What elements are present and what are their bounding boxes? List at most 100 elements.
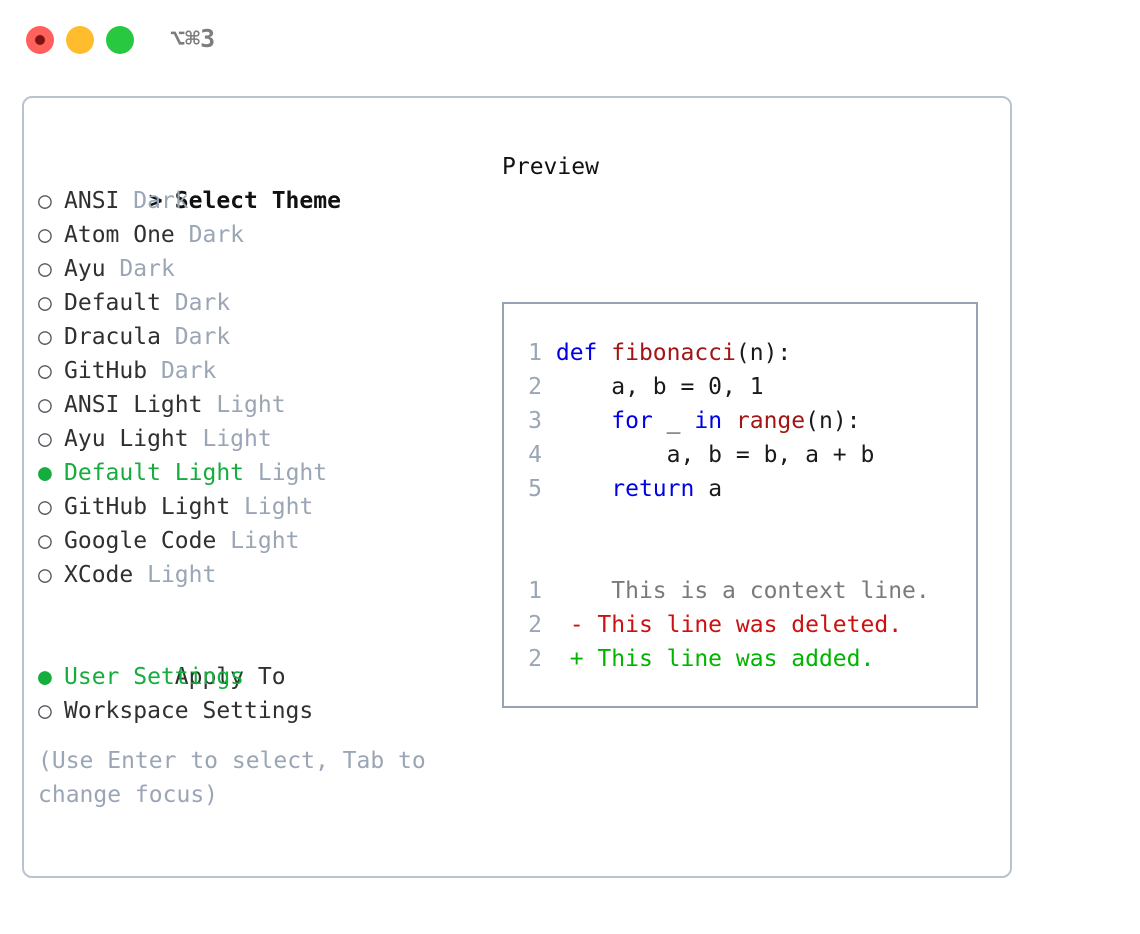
diff-line: 2 + This line was added. [520, 642, 930, 676]
select-theme-heading-label: Select Theme [174, 188, 341, 214]
select-theme-heading: > Select Theme [38, 150, 488, 214]
code-line-number: 4 [528, 442, 542, 468]
apply-to-item[interactable]: ● User Settings [38, 660, 488, 694]
theme-variant-tag: Light [147, 562, 217, 588]
theme-list-item[interactable]: ○ XCode Light [38, 558, 488, 592]
diff-sign: + [569, 646, 584, 672]
theme-variant-tag: Dark [174, 290, 231, 316]
theme-variant-tag: Dark [133, 188, 189, 214]
preview-title: Preview [502, 154, 599, 180]
code-token: fibonacci [611, 340, 736, 366]
theme-name-label: GitHub Light [64, 494, 231, 520]
theme-picker-column: >Select Theme ○ANSI Dark○Atom One Dark○A… [38, 150, 488, 728]
code-token: a, b = 0, 1 [555, 374, 764, 400]
theme-list: ○ANSI Dark○Atom One Dark○Ayu Dark○Defaul… [38, 184, 488, 592]
diff-text: This is a context line. [583, 578, 930, 604]
radio-unselected-icon[interactable]: ○ [38, 256, 52, 282]
close-button[interactable] [26, 26, 54, 54]
theme-name-label: Default Light [64, 460, 245, 486]
code-token: in [694, 408, 736, 434]
code-token [556, 476, 611, 502]
radio-unselected-icon[interactable]: ○ [38, 392, 52, 418]
theme-variant-tag: Dark [119, 256, 175, 282]
radio-unselected-icon[interactable]: ○ [38, 562, 52, 588]
radio-unselected-icon[interactable]: ○ [38, 426, 52, 452]
theme-name-label: Ayu Light [64, 426, 189, 452]
theme-name-label: Atom One [64, 222, 175, 248]
diff-line-number: 2 [528, 612, 542, 638]
apply-to-list: ● User Settings ○ Workspace Settings [38, 660, 488, 728]
theme-list-item[interactable]: ○ Default Dark [38, 286, 488, 320]
code-token: return [611, 476, 695, 502]
radio-unselected-icon[interactable]: ○ [38, 188, 52, 214]
code-blank-line [520, 506, 930, 540]
theme-variant-tag: Light [202, 426, 272, 452]
code-line: 3 for _ in range(n): [520, 404, 930, 438]
theme-list-item[interactable]: ○ANSI Dark [38, 184, 488, 218]
code-line-number: 3 [528, 408, 542, 434]
radio-selected-icon[interactable]: ● [38, 460, 52, 486]
radio-unselected-icon[interactable]: ○ [38, 528, 52, 554]
radio-unselected-icon[interactable]: ○ [38, 290, 52, 316]
code-token [556, 408, 611, 434]
diff-line: 2 - This line was deleted. [520, 608, 930, 642]
code-token: (n): [805, 408, 861, 434]
theme-name-label: Ayu [64, 256, 106, 282]
title-bar: ⌥⌘3 [0, 0, 1140, 78]
code-line: 5 return a [520, 472, 930, 506]
theme-variant-tag: Dark [188, 222, 245, 248]
code-token: for [611, 408, 653, 434]
code-token: (n): [735, 340, 792, 366]
apply-to-item[interactable]: ○ Workspace Settings [38, 694, 488, 728]
diff-sign [570, 578, 584, 604]
theme-list-item[interactable]: ○ Dracula Dark [38, 320, 488, 354]
theme-list-item[interactable]: ○ GitHub Light Light [38, 490, 488, 524]
keyboard-hint-text: (Use Enter to select, Tab to change focu… [38, 748, 440, 808]
radio-unselected-icon[interactable]: ○ [38, 324, 52, 350]
apply-to-heading-label: Apply To [174, 664, 286, 690]
radio-unselected-icon[interactable]: ○ [38, 222, 52, 248]
keyboard-shortcut-label: ⌥⌘3 [170, 24, 216, 53]
theme-list-item[interactable]: ●Default Light Light [38, 456, 488, 490]
theme-name-label: GitHub [64, 358, 148, 384]
radio-unselected-icon[interactable]: ○ [38, 698, 52, 724]
code-token: _ [652, 408, 695, 434]
main-panel: >Select Theme ○ANSI Dark○Atom One Dark○A… [22, 96, 1012, 878]
apply-to-label: User Settings [64, 664, 245, 690]
code-token: def [555, 340, 612, 366]
theme-list-item[interactable]: ○ Ayu Dark [38, 252, 488, 286]
code-token: range [735, 408, 806, 434]
theme-variant-tag: Dark [174, 324, 231, 350]
code-line-number: 2 [528, 374, 542, 400]
theme-list-item[interactable]: ○Google Code Light [38, 524, 488, 558]
theme-name-label: Dracula [64, 324, 161, 350]
theme-name-label: Google Code [64, 528, 217, 554]
code-line: 1 def fibonacci(n): [520, 336, 930, 370]
prompt-arrow-icon: > [148, 188, 163, 214]
theme-list-item[interactable]: ○ Atom One Dark [38, 218, 488, 252]
diff-text: This line was added. [583, 646, 875, 672]
theme-variant-tag: Dark [160, 358, 217, 384]
diff-line-number: 1 [528, 578, 542, 604]
list-spacer [38, 592, 488, 626]
apply-to-label: Workspace Settings [64, 698, 314, 724]
radio-unselected-icon[interactable]: ○ [38, 358, 52, 384]
radio-selected-icon[interactable]: ● [38, 664, 52, 690]
radio-unselected-icon[interactable]: ○ [38, 494, 52, 520]
code-token: a, b = b, a + b [555, 442, 875, 468]
theme-name-label: Default [64, 290, 161, 316]
maximize-button[interactable] [106, 26, 134, 54]
code-line-number: 5 [528, 476, 542, 502]
diff-line-number: 2 [528, 646, 542, 672]
code-line: 4 a, b = b, a + b [520, 438, 930, 472]
theme-list-item[interactable]: ○ GitHub Dark [38, 354, 488, 388]
theme-name-label: XCode [64, 562, 134, 588]
diff-sign: - [569, 612, 584, 638]
theme-list-item[interactable]: ○ANSI Light Light [38, 388, 488, 422]
theme-list-item[interactable]: ○ Ayu Light Light [38, 422, 488, 456]
theme-variant-tag: Light [244, 494, 314, 520]
minimize-button[interactable] [66, 26, 94, 54]
code-line-number: 1 [528, 340, 542, 366]
